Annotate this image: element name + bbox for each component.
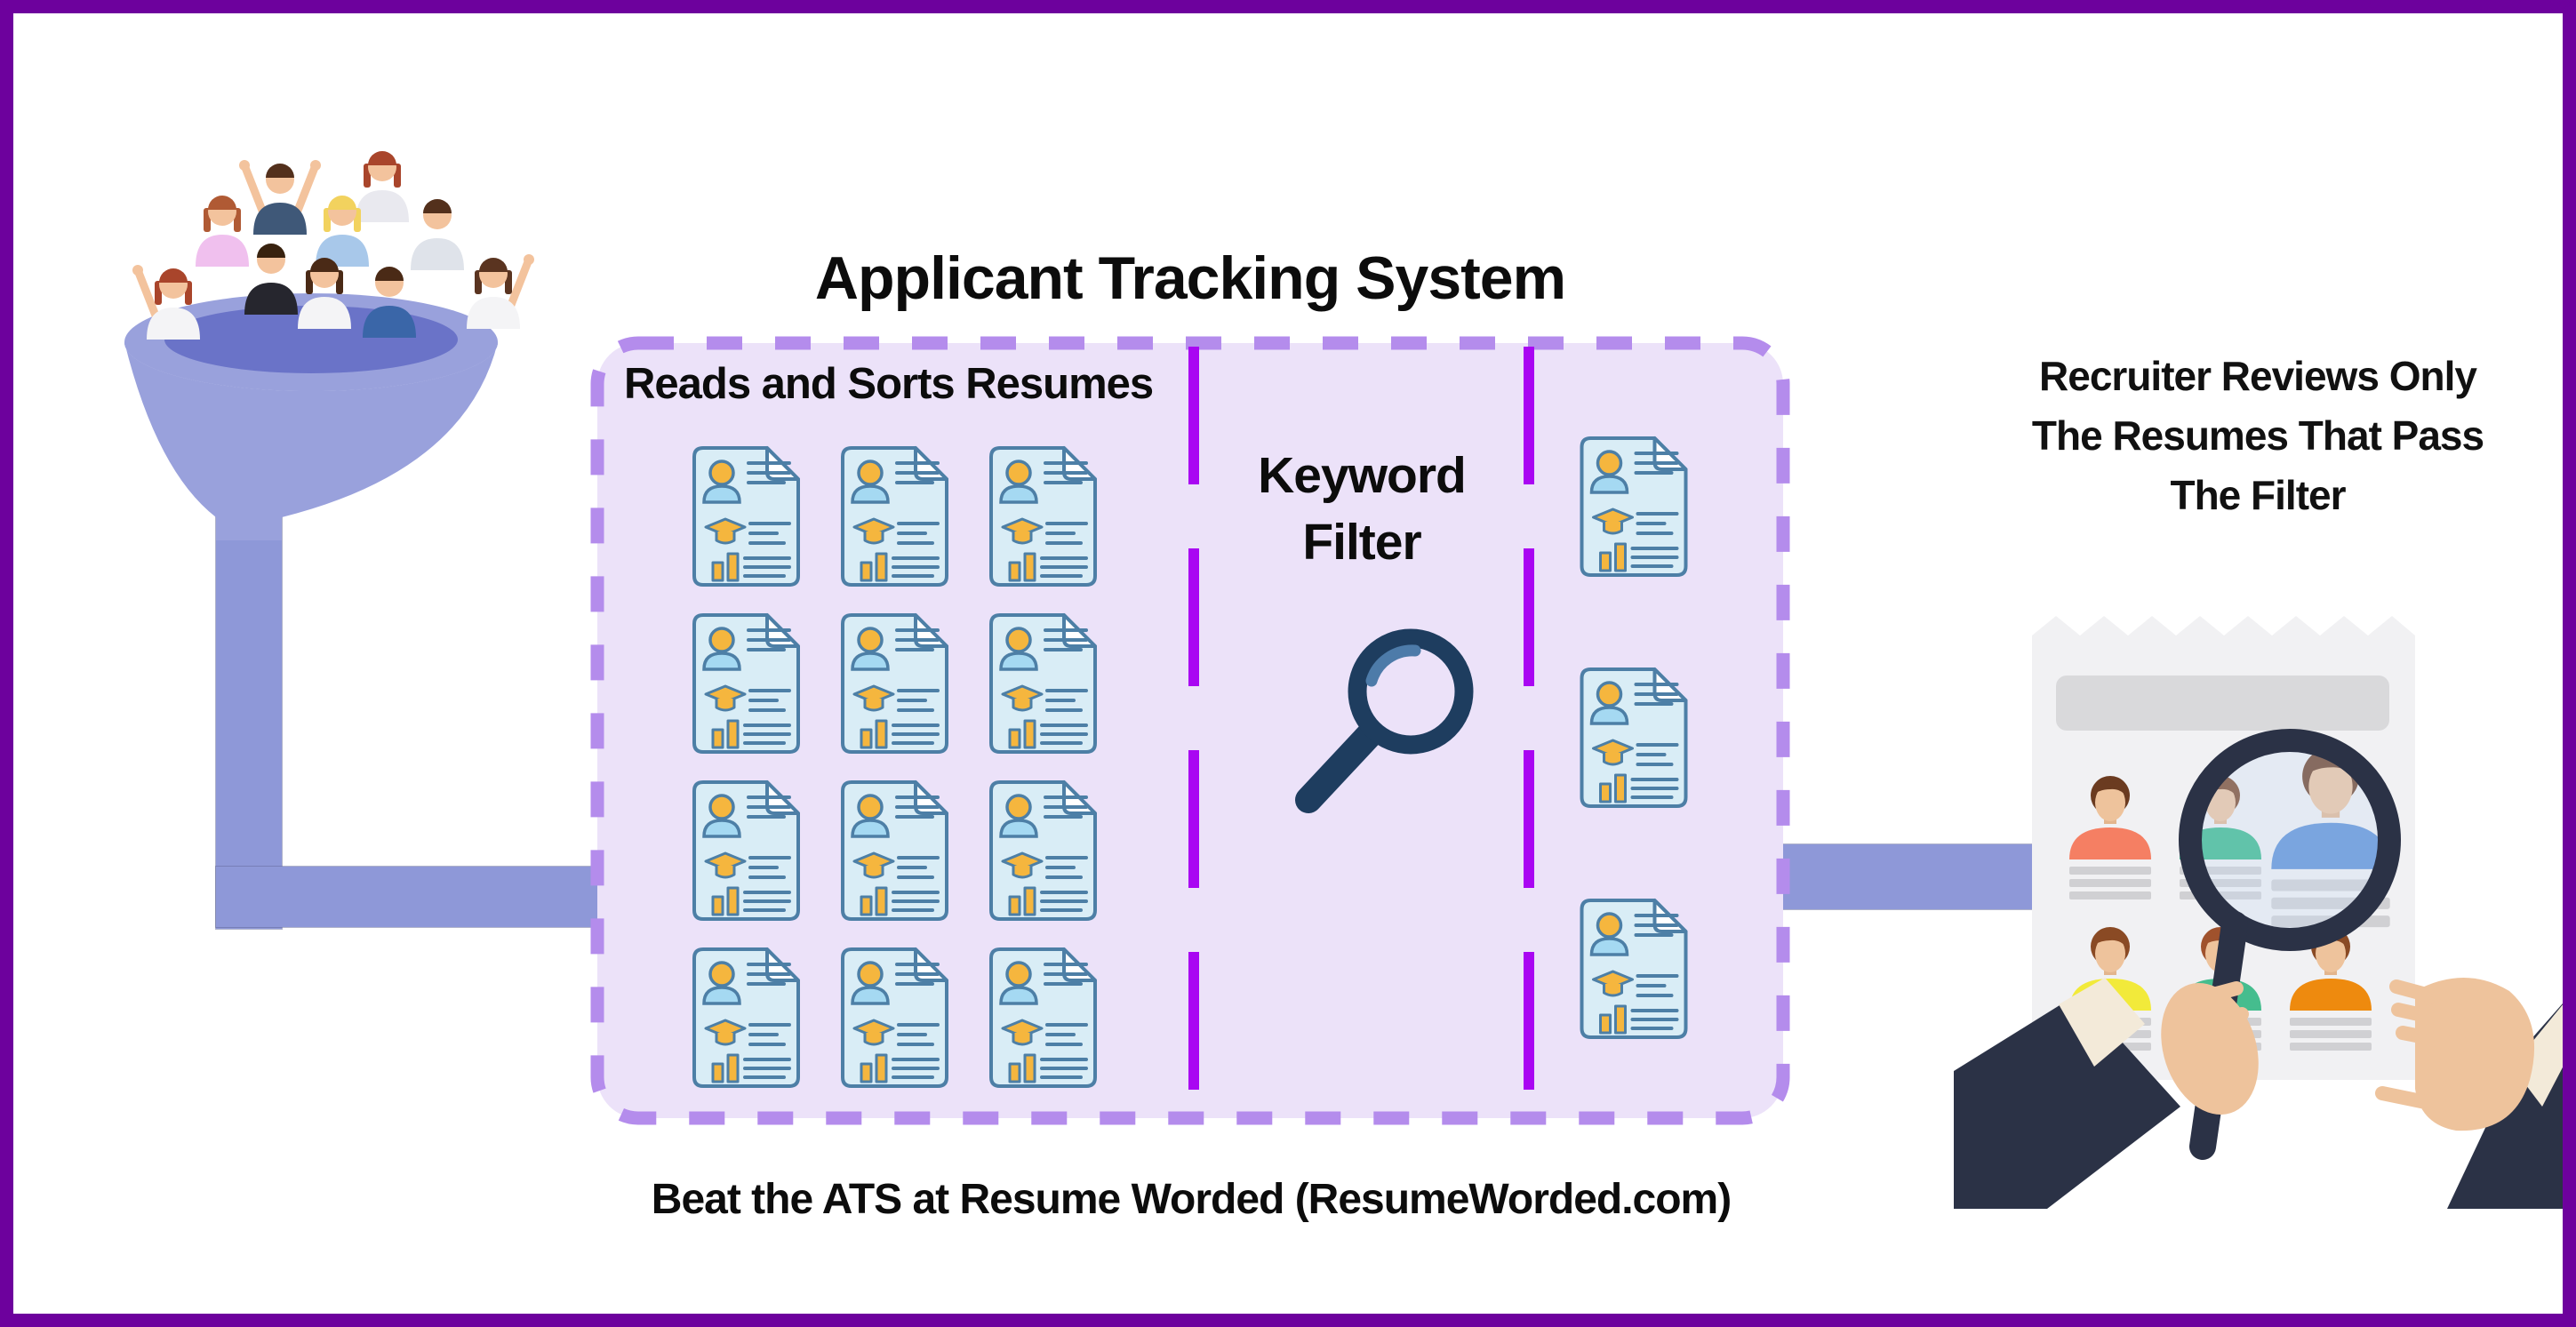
applicant-funnel-illustration — [124, 151, 534, 540]
lens-ring — [2179, 729, 2401, 951]
incoming-resumes-grid — [692, 445, 1098, 1089]
resume-icon — [1580, 436, 1688, 577]
resume-icon — [989, 780, 1097, 921]
left-sleeve — [1954, 994, 2180, 1209]
magnifier-highlight — [1365, 644, 1421, 687]
resume-icon — [841, 947, 948, 1088]
resume-icon — [989, 947, 1097, 1088]
left-cuff — [2059, 978, 2145, 1067]
applicant-person — [411, 199, 464, 270]
recruiter-illustration — [1954, 616, 2576, 1209]
passed-resumes-column — [1578, 436, 1690, 1040]
applicant-person — [467, 254, 534, 329]
resume-icon — [841, 446, 948, 587]
lens-glass — [2201, 751, 2379, 929]
magnifier-handle — [1295, 718, 1386, 813]
resume-icon — [692, 613, 800, 754]
resume-icon — [692, 947, 800, 1088]
funnel-cone — [124, 342, 498, 540]
resume-icon — [989, 446, 1097, 587]
funnel-pipe-horizontal — [215, 866, 605, 928]
candidate-avatar — [2069, 776, 2151, 899]
applicant-person — [316, 196, 369, 267]
applicant-crowd — [132, 151, 534, 340]
funnel-pipe-vertical — [215, 515, 283, 930]
keyword-filter-label: Keyword Filter — [1202, 443, 1522, 576]
recruiter-note-line3: The Filter — [2170, 472, 2346, 519]
footer-tagline: Beat the ATS at Resume Worded (ResumeWor… — [651, 1176, 1732, 1223]
applicant-person — [239, 160, 321, 235]
recruiter-note-line1: Recruiter Reviews Only — [2039, 353, 2477, 399]
left-fingers — [2176, 981, 2254, 1084]
magnifier-icon — [1295, 628, 1474, 813]
sheet-header-bar — [2056, 675, 2389, 731]
recruiter-note-line2: The Resumes That Pass — [2031, 412, 2484, 460]
resume-icon — [1580, 667, 1688, 808]
resume-icon — [692, 780, 800, 921]
page-title: Applicant Tracking System — [814, 244, 1566, 312]
applicant-person — [244, 244, 298, 315]
resume-icon — [841, 613, 948, 754]
applicant-person — [363, 267, 416, 338]
applicant-person — [132, 265, 200, 340]
funnel-front-rim — [124, 342, 498, 391]
right-fingers — [2375, 979, 2473, 1114]
resume-icon — [692, 446, 800, 587]
applicant-person — [298, 258, 351, 329]
recruiter-note: Recruiter Reviews Only The Resumes That … — [1966, 347, 2549, 525]
applicant-person — [356, 151, 409, 222]
keyword-filter-line2: Filter — [1302, 514, 1421, 572]
applicant-person — [196, 196, 249, 267]
candidate-avatar — [2290, 927, 2372, 1051]
reads-sorts-label: Reads and Sorts Resumes — [624, 360, 1154, 408]
output-pipe — [1771, 843, 2039, 910]
keyword-filter-line1: Keyword — [1258, 447, 1467, 504]
resume-icon — [989, 613, 1097, 754]
resume-icon — [841, 780, 948, 921]
resume-icon — [1580, 899, 1688, 1039]
